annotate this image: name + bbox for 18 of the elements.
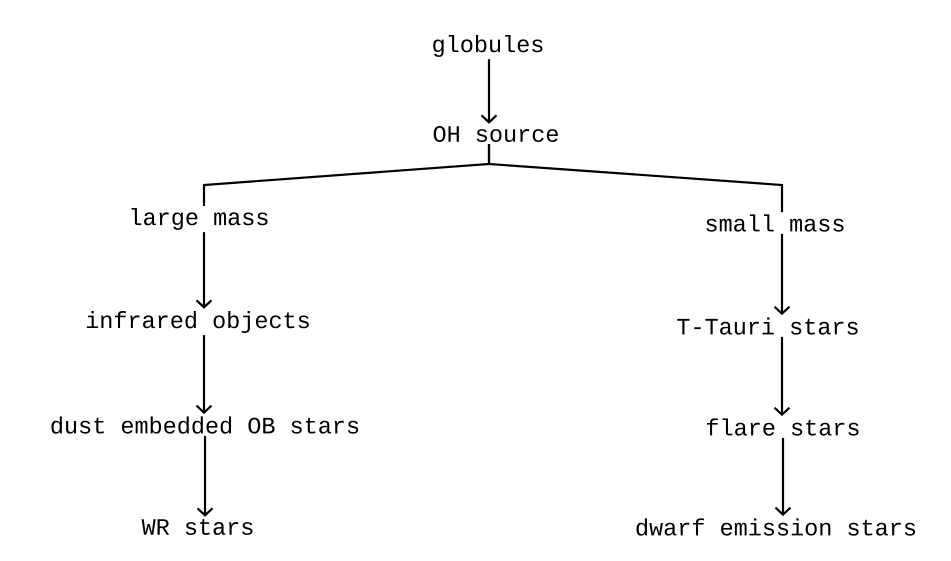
stage-label: T-Tauri stars — [677, 317, 858, 335]
stage-label: small mass — [706, 214, 844, 232]
stage-label: dwarf emission stars — [636, 518, 916, 536]
connector-line — [488, 144, 784, 212]
arrow — [774, 234, 790, 316]
arrow — [196, 232, 212, 309]
stage-label: WR stars — [142, 519, 252, 535]
stage-label: infrared objects — [86, 311, 309, 333]
stage-label: flare stars — [707, 418, 859, 436]
arrow — [774, 438, 792, 516]
stage-label: large mass — [132, 208, 268, 230]
stage-label: dust embedded OB stars — [51, 416, 358, 434]
arrow — [196, 436, 214, 517]
arrow — [196, 335, 212, 414]
arrow — [480, 59, 498, 124]
stage-label: OH source — [434, 126, 558, 142]
arrow — [774, 336, 790, 416]
stage-label: globules — [433, 35, 542, 57]
